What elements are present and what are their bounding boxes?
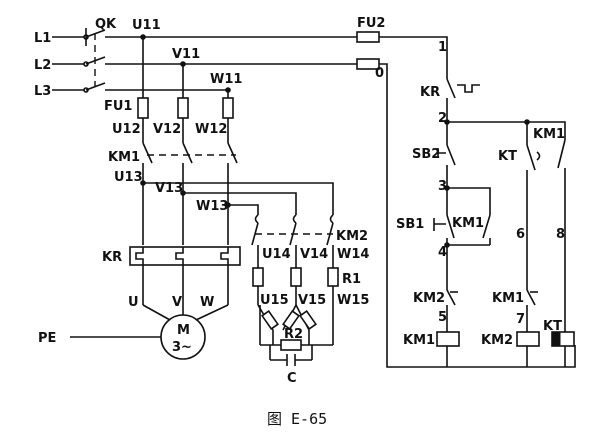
label-node-1: 1 <box>438 40 447 55</box>
label-km2-main: KM2 <box>336 229 368 244</box>
label-u13: U13 <box>114 170 143 185</box>
label-u15: U15 <box>260 293 289 308</box>
label-l2: L2 <box>34 58 51 73</box>
label-v11: V11 <box>172 47 200 62</box>
label-c: C <box>287 371 297 386</box>
r1-resistor <box>327 267 339 287</box>
v13-tap <box>183 192 297 215</box>
control-line-1 <box>379 36 448 79</box>
label-w14: W14 <box>337 247 369 262</box>
km2-interlock-contact <box>446 289 458 332</box>
w13-tap <box>228 204 259 215</box>
sb1-start-button <box>433 188 491 290</box>
label-v12: V12 <box>153 122 181 137</box>
label-node-3: 3 <box>438 179 447 194</box>
label-km2-coil: KM2 <box>481 333 513 348</box>
km2-coil <box>516 331 540 347</box>
km1-kt-branch <box>557 139 566 332</box>
label-w: W <box>200 295 214 310</box>
label-w11: W11 <box>210 72 242 87</box>
supply-lines <box>52 34 89 93</box>
label-kr-main: KR <box>102 250 122 265</box>
main-switch-qk <box>85 28 106 91</box>
label-km1-ctrl: KM1 <box>492 291 524 306</box>
brake-bridge <box>257 304 333 366</box>
label-node-0: 0 <box>375 66 384 81</box>
label-km1-coil: KM1 <box>403 333 435 348</box>
label-node-8: 8 <box>556 227 565 242</box>
label-u12: U12 <box>112 122 141 137</box>
phase-columns <box>142 37 229 98</box>
km1-coil <box>436 331 460 347</box>
label-kt-contact: KT <box>498 149 517 164</box>
label-w15: W15 <box>337 293 369 308</box>
label-node-2: 2 <box>438 111 447 126</box>
figure-caption: 图 E-65 <box>267 410 327 428</box>
km2-main-contacts <box>251 214 334 246</box>
label-m-3phase: 3~ <box>172 340 192 355</box>
kt-contact-branch <box>526 122 541 332</box>
node-2-bus <box>447 121 566 140</box>
label-v13: V13 <box>155 181 183 196</box>
v14-resistor <box>290 267 302 287</box>
label-m: M <box>177 323 190 338</box>
label-node-5: 5 <box>438 310 447 325</box>
label-km1-main: KM1 <box>108 150 140 165</box>
label-qk: QK <box>95 17 117 32</box>
u13-tap <box>143 182 334 215</box>
label-sb1: SB1 <box>396 217 424 232</box>
label-r2: R2 <box>284 327 303 342</box>
label-node-4: 4 <box>438 245 447 260</box>
label-node-7: 7 <box>516 312 525 327</box>
label-node-6: 6 <box>516 227 525 242</box>
kr-control-contact <box>446 78 480 122</box>
label-w12: W12 <box>195 122 227 137</box>
label-km2-ctrl: KM2 <box>413 291 445 306</box>
node-3-bus <box>447 187 491 215</box>
control-line-0 <box>379 63 576 368</box>
label-u11: U11 <box>132 18 161 33</box>
kr-thermal-relay <box>129 246 241 266</box>
label-sb2: SB2 <box>412 147 440 162</box>
label-pe: PE <box>38 331 56 346</box>
fu2-fuse <box>356 31 380 43</box>
label-fu1: FU1 <box>104 99 132 114</box>
label-kr-ctrl: KR <box>420 85 440 100</box>
label-km1-sb1: KM1 <box>452 216 484 231</box>
u14-resistor <box>252 267 264 287</box>
label-kt-coil: KT <box>543 319 562 334</box>
sb2-stop-button <box>437 122 456 188</box>
label-fu2: FU2 <box>357 16 385 31</box>
label-v14: V14 <box>300 247 328 262</box>
label-km1-hold: KM1 <box>533 127 565 142</box>
fu1-fuses <box>137 97 234 119</box>
r2-resistor <box>280 339 302 351</box>
label-l3: L3 <box>34 84 51 99</box>
label-u14: U14 <box>262 247 291 262</box>
label-v15: V15 <box>298 293 326 308</box>
label-w13: W13 <box>196 199 228 214</box>
label-u: U <box>128 295 139 310</box>
label-l1: L1 <box>34 31 51 46</box>
label-v: V <box>172 295 182 310</box>
labels: L1 L2 L3 QK U11 V11 W11 FU1 FU2 U12 V12 … <box>34 16 565 428</box>
label-r1: R1 <box>342 272 361 287</box>
